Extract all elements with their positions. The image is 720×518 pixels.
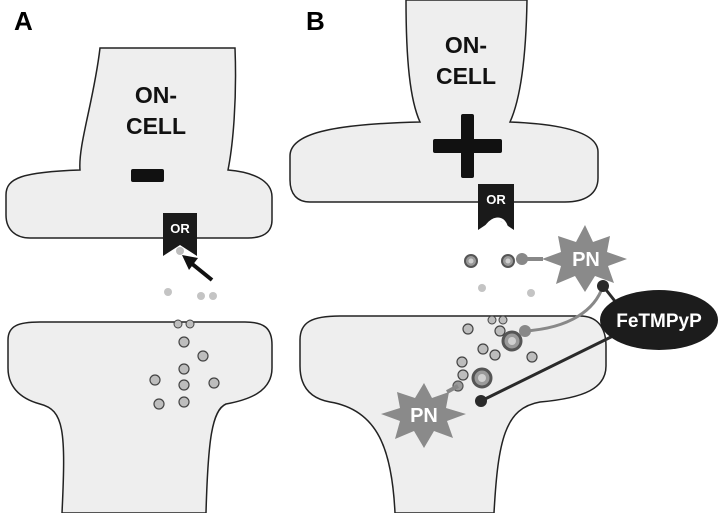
pn-label-lower: PN <box>410 405 438 427</box>
cleft-vesicle <box>197 292 205 300</box>
docked-vesicle <box>185 319 195 329</box>
star-burst-icon <box>542 225 627 292</box>
cell-label-line1-b: ON- <box>445 32 487 58</box>
nitrated-vesicle-core <box>505 258 511 264</box>
cleft-vesicle <box>478 284 486 292</box>
receptor-b <box>478 184 514 230</box>
curved-arrow-icon <box>478 217 509 241</box>
pn-link-end <box>516 253 528 265</box>
pn-link <box>446 384 459 394</box>
scavenger-link-end <box>475 395 487 407</box>
lower-cell-a <box>7 321 273 514</box>
panel-label-a: A <box>14 6 33 36</box>
nitrated-vesicle-core <box>508 337 516 345</box>
cleft-vesicle <box>209 292 217 300</box>
arrow-head-icon <box>182 255 198 270</box>
arrow-icon <box>189 261 214 282</box>
nitrated-vesicle-core <box>468 258 474 264</box>
receptor-a <box>163 213 197 256</box>
nitrated-vesicle-core <box>478 374 486 382</box>
minus-sign-icon <box>131 169 164 182</box>
receptor-label-a: OR <box>170 221 190 236</box>
on-cell-upper-b <box>289 0 599 203</box>
cell-label-line1-a: ON- <box>135 82 177 108</box>
cell-label-line2-a: CELL <box>126 113 186 139</box>
scavenger-link-end <box>597 280 609 292</box>
star-burst-icon <box>381 383 466 448</box>
docked-vesicle <box>173 319 183 329</box>
docked-vesicle <box>487 315 497 325</box>
scavenger-link-dark <box>480 334 614 403</box>
receptor-label-b: OR <box>486 192 506 207</box>
vesicle-cluster-a <box>149 336 220 410</box>
pn-label-upper: PN <box>572 249 600 271</box>
cleft-vesicle <box>164 288 172 296</box>
cleft-vesicle <box>527 289 535 297</box>
vesicle-cluster-b <box>456 323 538 381</box>
cell-label-line2-b: CELL <box>436 63 496 89</box>
fetmpyp-oval <box>600 290 718 350</box>
on-cell-upper-a <box>5 47 273 239</box>
scavenger-link-end <box>519 325 531 337</box>
scavenger-link-gray <box>524 285 605 333</box>
panel-label-b: B <box>306 6 325 36</box>
fetmpyp-label: FeTMPyP <box>616 311 702 332</box>
plus-sign-icon <box>433 114 502 178</box>
docked-vesicle <box>498 315 508 325</box>
curved-arrow-head-icon <box>474 234 487 248</box>
bound-vesicle-a <box>176 247 184 255</box>
